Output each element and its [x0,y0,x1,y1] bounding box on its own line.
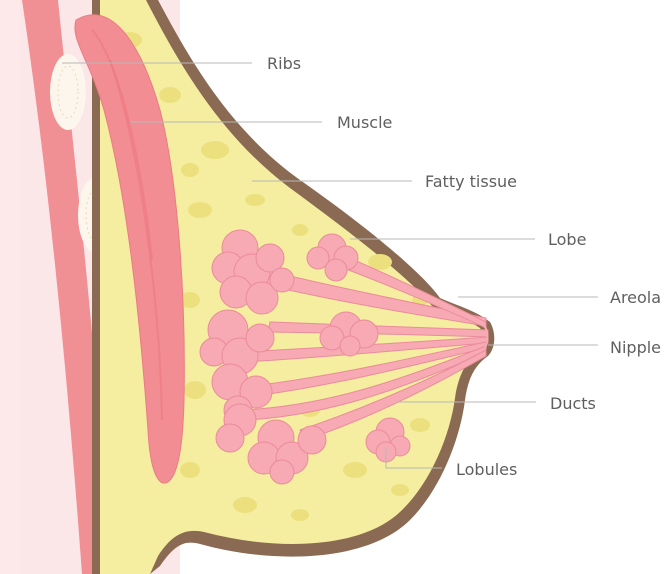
lobe-cluster-upper-right [306,233,359,282]
lobe-cluster-left [199,309,275,425]
label-lobe: Lobe [548,230,586,249]
leader-lines [62,62,598,469]
lobules [199,229,411,485]
label-fatty-tissue: Fatty tissue [425,172,517,191]
lobe-cluster-bottom [215,403,327,485]
label-areola: Areola [610,288,661,307]
label-ducts: Ducts [550,394,596,413]
label-muscle: Muscle [337,113,392,132]
ducts [239,249,489,441]
nipple [479,321,489,351]
labels: Ribs Muscle Fatty tissue Lobe Areola Nip… [267,54,661,479]
label-lobules: Lobules [456,460,517,479]
label-nipple: Nipple [610,338,661,357]
lobe-cluster-top [211,229,295,315]
leader-lobules [385,448,442,469]
muscle [74,14,185,484]
label-ribs: Ribs [267,54,301,73]
lobe-cluster-middle [319,311,379,357]
